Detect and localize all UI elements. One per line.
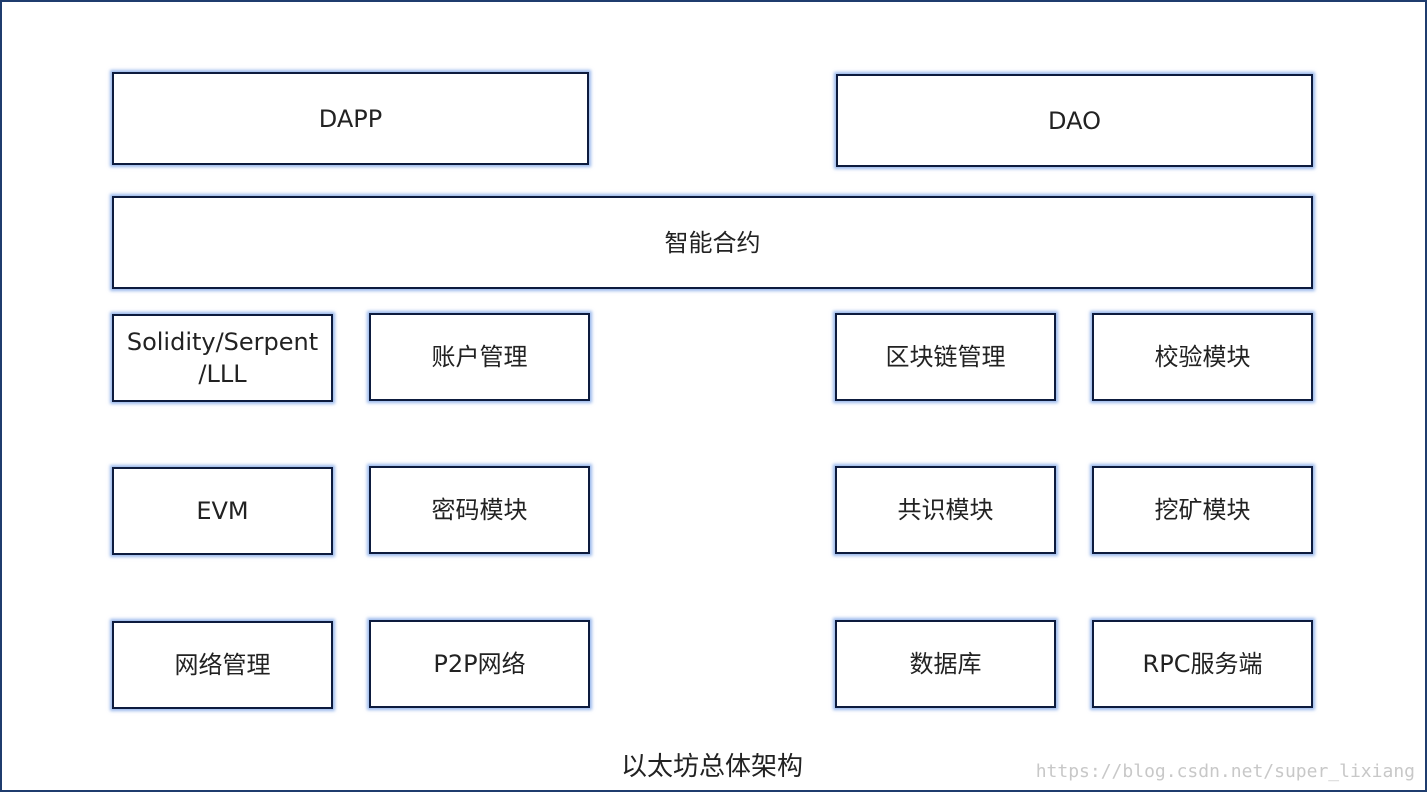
dapp-label: DAPP: [318, 104, 383, 133]
solidity-box: Solidity/Serpent /LLL: [112, 314, 333, 402]
smart-contract-label: 智能合约: [664, 228, 761, 257]
verify-label: 校验模块: [1154, 343, 1251, 371]
evm-label: EVM: [196, 497, 249, 525]
network-box: 网络管理: [112, 621, 333, 709]
solidity-label-line1: Solidity/Serpent: [126, 328, 319, 356]
mining-box: 挖矿模块: [1092, 466, 1313, 554]
blockchain-label: 区块链管理: [885, 343, 1006, 371]
network-label: 网络管理: [174, 651, 271, 679]
crypto-label: 密码模块: [431, 496, 528, 524]
database-label: 数据库: [909, 650, 982, 678]
rpc-box: RPC服务端: [1092, 620, 1313, 708]
solidity-label-line2: /LLL: [198, 360, 247, 388]
p2p-box: P2P网络: [369, 620, 590, 708]
rpc-label: RPC服务端: [1142, 650, 1263, 678]
p2p-label: P2P网络: [433, 650, 526, 678]
verify-box: 校验模块: [1092, 313, 1313, 401]
smart-contract-box: 智能合约: [112, 196, 1313, 289]
mining-label: 挖矿模块: [1154, 496, 1251, 524]
watermark: https://blog.csdn.net/super_lixiang: [1035, 761, 1415, 782]
dapp-box: DAPP: [112, 72, 589, 165]
dao-box: DAO: [836, 74, 1313, 167]
consensus-box: 共识模块: [835, 466, 1056, 554]
crypto-box: 密码模块: [369, 466, 590, 554]
evm-box: EVM: [112, 467, 333, 555]
blockchain-box: 区块链管理: [835, 313, 1056, 401]
account-box: 账户管理: [369, 313, 590, 401]
account-label: 账户管理: [431, 343, 528, 371]
dao-label: DAO: [1048, 106, 1101, 135]
database-box: 数据库: [835, 620, 1056, 708]
consensus-label: 共识模块: [897, 496, 994, 524]
diagram-caption: 以太坊总体架构: [620, 752, 803, 782]
